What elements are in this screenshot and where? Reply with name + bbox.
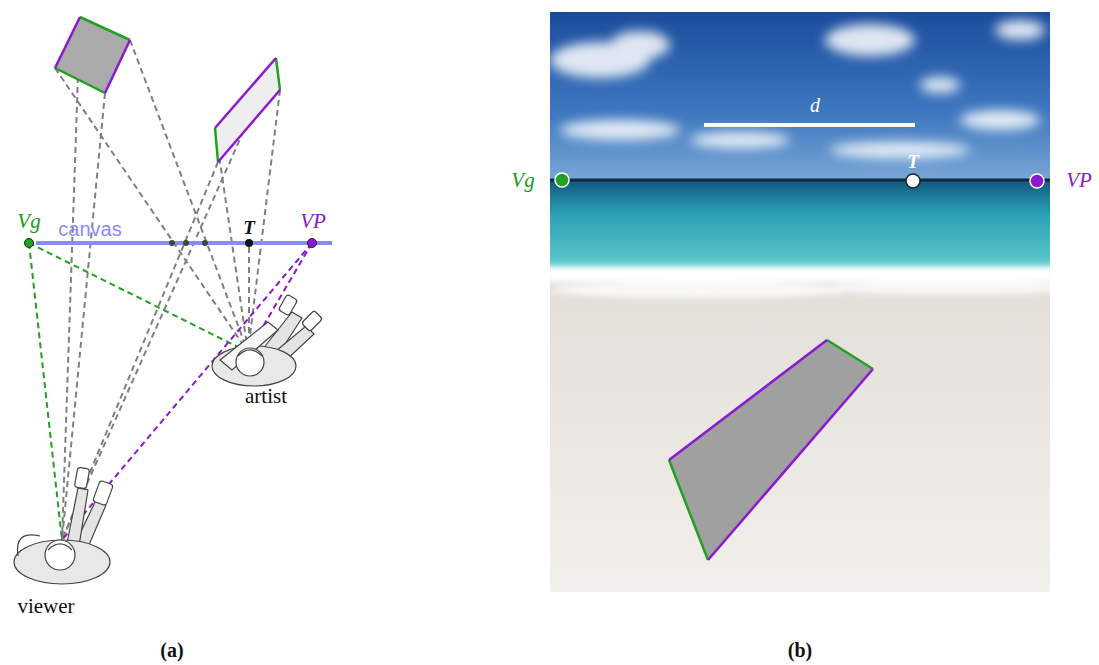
panel-label: (a) xyxy=(160,640,183,660)
vanishing-point-label: VP xyxy=(300,211,326,232)
point-label: T xyxy=(243,218,255,237)
figure-label: viewer xyxy=(17,596,74,617)
canvas-label: canvas xyxy=(58,219,121,239)
beach-photo xyxy=(550,12,1050,592)
point-label: T xyxy=(907,152,919,171)
figure-label: artist xyxy=(245,386,287,407)
top-view-scene xyxy=(14,17,332,584)
panel-label: (b) xyxy=(788,640,812,660)
vanishing-point-label: Vg xyxy=(511,170,534,191)
vanishing-point-label: VP xyxy=(1066,170,1092,191)
vanishing-point-label: Vg xyxy=(17,211,40,232)
distance-label: d xyxy=(810,95,820,115)
